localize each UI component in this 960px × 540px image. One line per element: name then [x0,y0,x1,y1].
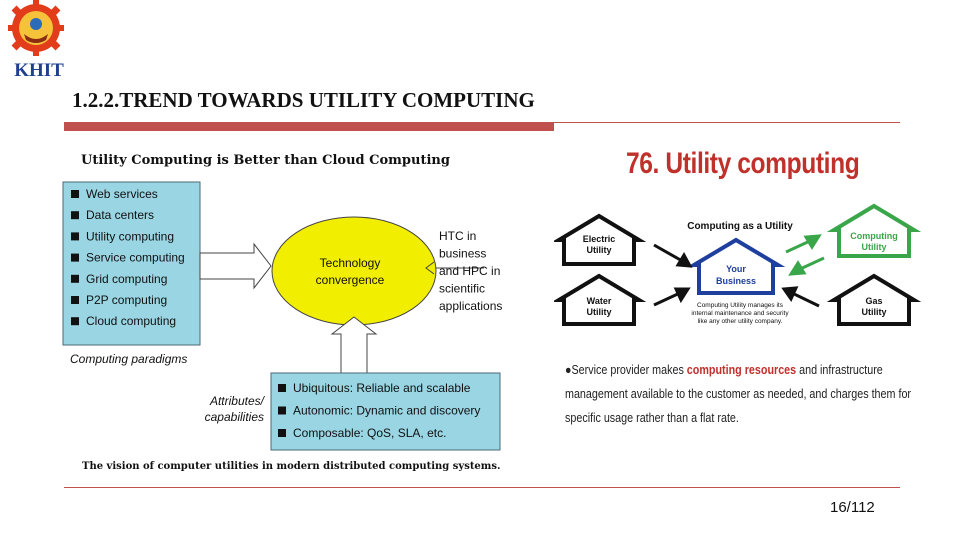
bullet-square-icon [71,274,79,283]
electric-label-2: Utility [586,245,611,255]
page-number: 16/112 [830,499,875,516]
gear-emblem-icon [8,0,64,56]
water-label-2: Utility [586,307,611,317]
htc-line: applications [439,299,502,313]
gas-label-1: Gas [865,296,882,306]
utility-note-line: internal maintenance and security [691,310,789,317]
attributes-label-1: Attributes/ [209,394,266,408]
right-arrow-icon [199,242,272,290]
arrow-head-icon [425,261,435,275]
paradigm-item: Utility computing [86,229,174,243]
utility-illustration: Computing as a Utility Electric Utility … [551,140,924,440]
arrow-head-icon [675,251,693,268]
utility-note-line: Computing Utility manages its [697,302,784,309]
bullet-square-icon [278,384,286,392]
bullet-square-icon [71,253,79,262]
paradigm-item: Data centers [86,208,154,222]
your-label-2: Business [716,276,756,286]
title-accent-bar [64,123,554,131]
up-arrow-icon [330,316,378,374]
attributes-label-2: capabilities [205,410,264,424]
electric-house-icon: Electric Utility [551,213,647,266]
bullet-square-icon [278,429,286,437]
title-rule [64,122,900,123]
utility-heading: 76. Utility computing [626,147,860,180]
computing-as-utility-label: Computing as a Utility [687,221,793,232]
electric-label-1: Electric [583,234,616,244]
htc-line: and HPC in [439,264,500,278]
utility-note-line: like any other utility company. [698,318,783,325]
technology-convergence-ellipse [271,216,437,326]
bullet-prefix: Service provider makes [571,363,687,377]
utility-bullet: ●Service provider makes computing resour… [565,358,918,430]
paradigm-item: Grid computing [86,272,167,286]
gas-arrow-line [789,290,820,308]
figure-caption: The vision of computer utilities in mode… [82,461,501,472]
arrow-head-icon [673,287,691,304]
slide-subtitle: Utility Computing is Better than Cloud C… [81,153,450,168]
bullet-icon: ● [565,363,572,377]
computing-utility-house-icon: Computing Utility [826,203,922,258]
arrow-head-icon [781,286,799,303]
convergence-line-1: Technology [320,256,381,270]
attributes-box [270,372,501,451]
bullet-rest: and infrastructure management available … [565,363,912,425]
green-arrow-head-icon [803,234,822,250]
computing-label-2: Utility [861,242,886,252]
khit-logo: KHIT [0,0,78,81]
htc-line: business [439,247,486,261]
paradigm-item: Service computing [86,251,185,265]
bullet-square-icon [71,211,79,220]
bullet-square-icon [71,232,79,241]
convergence-line-2: convergence [316,273,385,287]
gas-label-2: Utility [861,307,886,317]
gas-house-icon: Gas Utility [826,273,922,326]
footer-rule [64,487,900,488]
your-label-1: Your [726,264,746,274]
water-label-1: Water [587,296,612,306]
paradigm-item: P2P computing [86,293,167,307]
attribute-item: Autonomic: Dynamic and discovery [293,404,480,418]
slide-title: 1.2.2.TREND TOWARDS UTILITY COMPUTING [72,88,535,112]
bullet-square-icon [71,317,79,326]
your-business-house-icon: Your Business [686,237,786,295]
water-house-icon: Water Utility [551,273,647,326]
paradigm-item: Web services [86,187,158,201]
bullet-square-icon [71,296,79,304]
paradigms-label: Computing paradigms [70,352,187,366]
paradigm-item: Cloud computing [86,314,176,328]
computing-label-1: Computing [850,231,898,241]
htc-line: HTC in [439,229,476,243]
attribute-item: Ubiquitous: Reliable and scalable [293,381,471,395]
logo-text: KHIT [14,60,64,80]
attribute-item: Composable: QoS, SLA, etc. [293,426,446,440]
electric-arrow-line [653,243,685,264]
bullet-square-icon [278,406,286,415]
htc-line: scientific [439,282,485,296]
bullet-square-icon [71,190,79,198]
bullet-highlight: computing resources [686,363,797,377]
green-arrow-head-icon [788,260,807,276]
